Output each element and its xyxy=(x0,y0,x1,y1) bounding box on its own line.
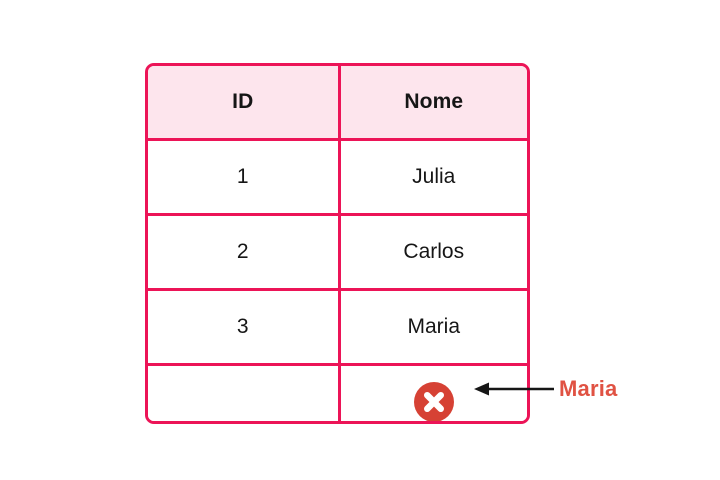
table-row-error xyxy=(148,364,527,421)
cell-id: 1 xyxy=(148,139,341,216)
table-row: 1 Julia xyxy=(148,139,527,216)
table-header-row: ID Nome xyxy=(148,66,527,141)
cell-id-empty xyxy=(148,364,341,421)
table-header: ID Nome xyxy=(148,66,527,141)
data-table-container: ID Nome 1 Julia 2 Carlos 3 Maria xyxy=(145,63,530,424)
table-body: 1 Julia 2 Carlos 3 Maria xyxy=(148,139,527,421)
cell-nome: Carlos xyxy=(339,214,527,291)
table-row: 2 Carlos xyxy=(148,214,527,291)
annotation-label: Maria xyxy=(559,376,618,401)
data-table: ID Nome 1 Julia 2 Carlos 3 Maria xyxy=(148,66,527,421)
cell-id: 2 xyxy=(148,214,341,291)
arrow-left-icon xyxy=(474,382,554,396)
annotation-callout: Maria xyxy=(470,372,710,406)
column-header-id: ID xyxy=(148,66,341,141)
cell-nome-error xyxy=(339,364,527,421)
error-circle-x-icon xyxy=(413,382,454,421)
cell-id: 3 xyxy=(148,289,341,366)
cell-nome: Julia xyxy=(339,139,527,216)
column-header-nome: Nome xyxy=(339,66,527,141)
cell-nome: Maria xyxy=(339,289,527,366)
table-row: 3 Maria xyxy=(148,289,527,366)
